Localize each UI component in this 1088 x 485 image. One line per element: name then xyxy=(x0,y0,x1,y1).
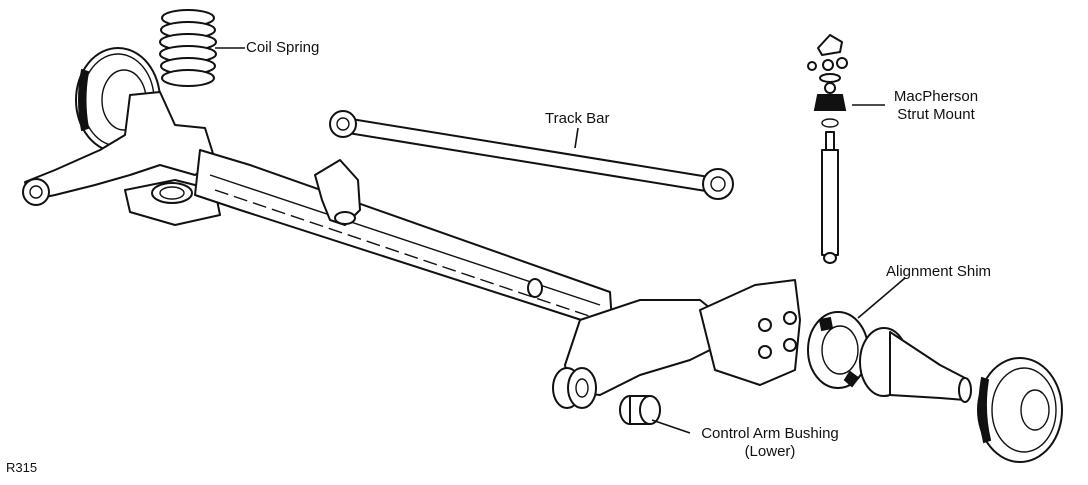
right-brake-drum xyxy=(977,357,1063,463)
strut-assembly xyxy=(807,34,848,264)
spindle xyxy=(859,327,972,403)
control-arm-bushing xyxy=(619,395,661,425)
alignment-shim-label: Alignment Shim xyxy=(886,263,992,280)
axle-beam xyxy=(194,149,613,327)
strut-mount-label-line2: Strut Mount xyxy=(897,106,975,123)
control-arm-bushing-label-line2: (Lower) xyxy=(744,443,796,460)
track-bar-label: Track Bar xyxy=(545,110,610,127)
leader-lines xyxy=(215,47,906,434)
coil-spring-label: Coil Spring xyxy=(246,39,320,56)
strut-mount-label-line1: MacPherson xyxy=(893,88,979,105)
control-arm-bushing-label-line1: Control Arm Bushing xyxy=(701,425,839,442)
strut-mount-label: MacPherson Strut Mount xyxy=(886,88,986,124)
alignment-shim xyxy=(807,311,869,389)
right-control-arm xyxy=(552,279,801,409)
control-arm-bushing-label: Control Arm Bushing (Lower) xyxy=(690,425,850,461)
figure-reference: R315 xyxy=(6,460,38,475)
coil-spring xyxy=(159,9,217,87)
track-bar xyxy=(329,110,734,200)
